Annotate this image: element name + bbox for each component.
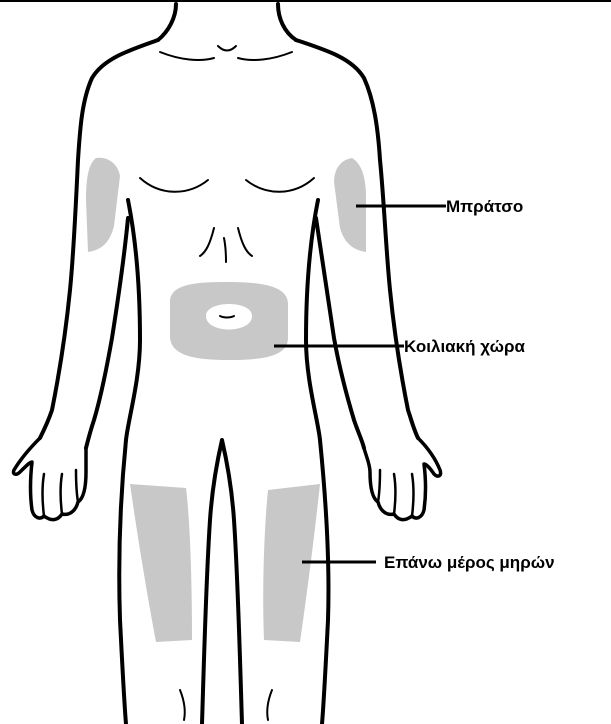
region-left-upper-arm: [86, 158, 120, 252]
body-outline: [13, 4, 440, 724]
label-abdomen: Κοιλιακή χώρα: [404, 337, 526, 356]
abdomen-detail-left: [200, 228, 214, 256]
right-leg-outer: [320, 440, 329, 724]
region-left-thigh: [130, 484, 192, 642]
abdomen-detail-right: [238, 228, 252, 256]
left-leg-outer: [119, 440, 126, 724]
chest-right: [246, 178, 314, 192]
right-knee-detail: [267, 690, 272, 720]
neck-notch: [218, 46, 236, 51]
collarbone-left: [160, 52, 214, 60]
label-thighs: Επάνω μέρος μηρών: [384, 553, 555, 572]
collarbone-right: [238, 52, 292, 60]
region-abdomen: [170, 282, 288, 360]
right-hand: [364, 438, 441, 520]
right-arm-inner: [316, 218, 364, 448]
label-arm: Μπράτσο: [446, 197, 523, 216]
neck-right: [278, 4, 296, 40]
neck-left: [158, 4, 176, 40]
left-arm-inner: [86, 218, 128, 448]
navel: [220, 316, 234, 318]
left-knee-detail: [180, 690, 185, 720]
abdomen-detail-center: [224, 238, 226, 262]
inner-legs: [202, 440, 242, 724]
chest-left: [140, 178, 208, 192]
